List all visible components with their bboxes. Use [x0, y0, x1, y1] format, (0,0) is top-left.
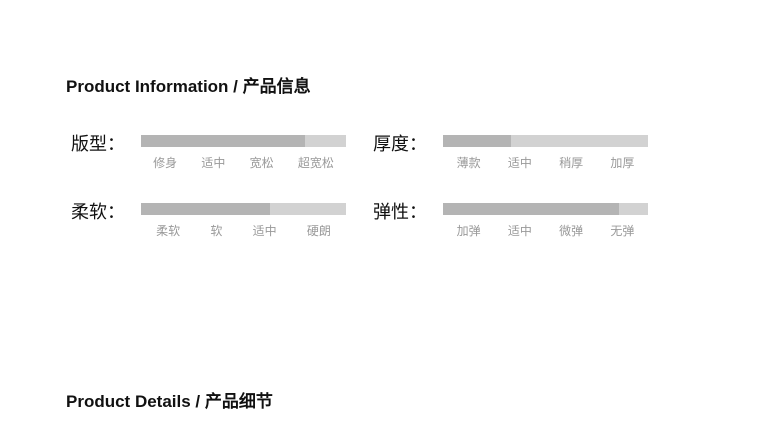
attr-bar-fill: [443, 203, 620, 215]
attr-option: 加弹: [456, 224, 481, 238]
attr-option: 超宽松: [297, 156, 334, 170]
attr-option: 宽松: [249, 156, 274, 170]
attr-bar: [141, 203, 346, 215]
attr-option: 无弹: [610, 224, 635, 238]
attr-bar-fill: [443, 135, 511, 147]
attr-option: 适中: [507, 156, 532, 170]
attr-option: 微弹: [559, 224, 584, 238]
attr-option: 修身: [153, 156, 178, 170]
attr-elasticity: 弹性： 加弹 适中 微弹 无弹: [373, 198, 663, 238]
attr-options: 修身 适中 宽松 超宽松: [141, 154, 346, 171]
attr-option: 加厚: [610, 156, 635, 170]
attr-bar-fill: [141, 203, 271, 215]
attr-fit: 版型： 修身 适中 宽松 超宽松: [71, 130, 361, 170]
attr-label: 弹性：: [373, 202, 427, 223]
attr-options: 薄款 适中 稍厚 加厚: [443, 154, 648, 171]
attr-option: 柔软: [156, 224, 181, 238]
attr-bar-fill: [141, 135, 305, 147]
attr-option: 薄款: [456, 156, 481, 170]
attr-option: 适中: [252, 224, 277, 238]
attr-option: 适中: [507, 224, 532, 238]
attr-label: 柔软：: [71, 202, 125, 223]
attr-options: 柔软 软 适中 硬朗: [141, 222, 346, 239]
attr-option: 软: [210, 224, 223, 238]
attr-label: 版型：: [71, 134, 125, 155]
attr-option: 适中: [201, 156, 226, 170]
attr-bar: [443, 135, 648, 147]
attr-bar: [141, 135, 346, 147]
attr-option: 稍厚: [559, 156, 584, 170]
section-title-product-details: Product Details / 产品细节: [66, 392, 273, 411]
attr-option: 硬朗: [306, 224, 331, 238]
section-title-product-information: Product Information / 产品信息: [66, 77, 311, 96]
attr-softness: 柔软： 柔软 软 适中 硬朗: [71, 198, 361, 238]
attr-bar: [443, 203, 648, 215]
attr-options: 加弹 适中 微弹 无弹: [443, 222, 648, 239]
attr-label: 厚度：: [373, 134, 427, 155]
attr-thickness: 厚度： 薄款 适中 稍厚 加厚: [373, 130, 663, 170]
